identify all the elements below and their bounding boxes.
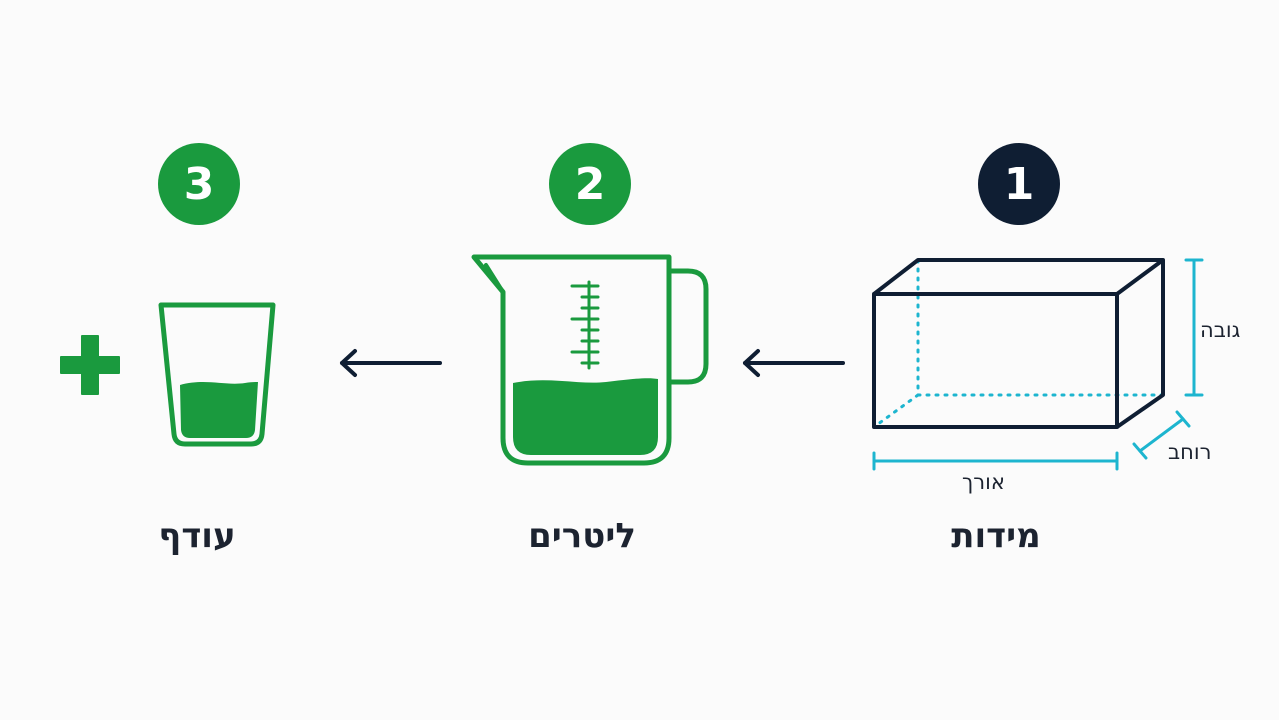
step-2-number: 2: [574, 158, 606, 210]
height-label: גובה: [1200, 318, 1241, 342]
box-dimensions-icon: [872, 258, 1204, 471]
step-3-label: עודף: [158, 516, 236, 556]
step-1-number: 1: [1003, 158, 1035, 210]
plus-icon: [60, 335, 120, 395]
step-3-badge: 3: [158, 143, 240, 225]
step-1-label: מידות: [951, 516, 1041, 556]
length-label: אורך: [962, 470, 1005, 494]
width-label: רוחב: [1168, 440, 1212, 464]
step-2-label: ליטרים: [528, 516, 636, 556]
step-3-number: 3: [183, 158, 215, 210]
arrow-left-icon-1: [743, 349, 845, 377]
step-1-badge: 1: [978, 143, 1060, 225]
arrow-left-icon-2: [340, 349, 442, 377]
measuring-jug-icon: [471, 254, 709, 466]
glass-icon: [158, 302, 276, 447]
step-2-badge: 2: [549, 143, 631, 225]
